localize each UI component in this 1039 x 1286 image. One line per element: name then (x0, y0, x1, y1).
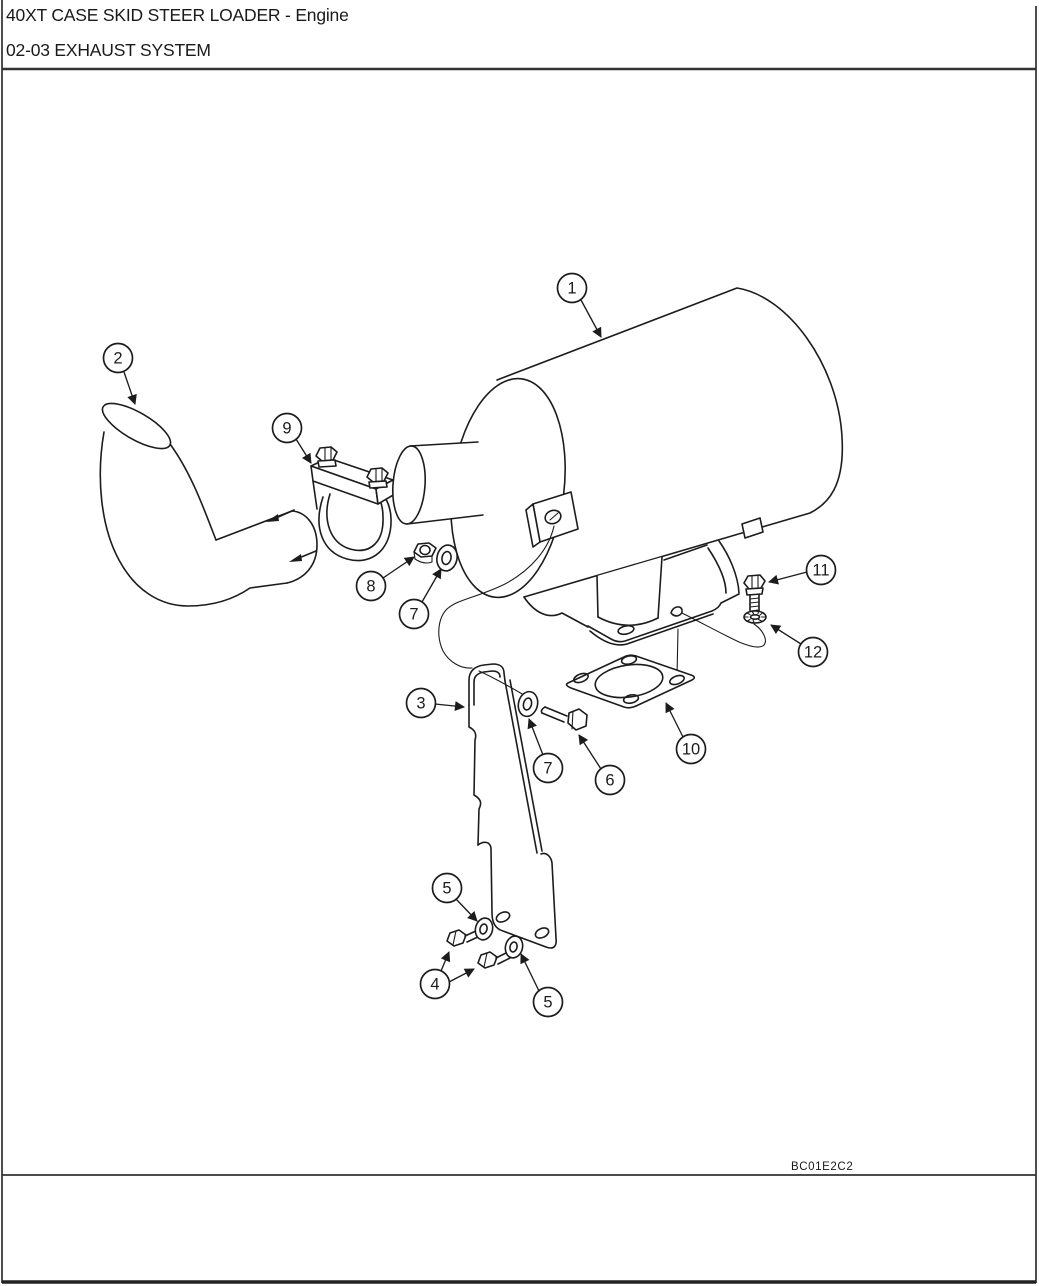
callout-circle (405, 687, 437, 719)
callout-number: 1 (567, 280, 576, 298)
part-washer-lower (517, 690, 539, 718)
callout-number: 3 (416, 695, 425, 713)
part-bolt-11 (743, 574, 766, 613)
callout-4: 4 (419, 951, 475, 1000)
part-muffler (392, 287, 844, 599)
callout-11: 11 (768, 554, 837, 586)
callout-circle (675, 733, 707, 765)
callout-5: 5 (431, 872, 478, 922)
callout-number: 2 (113, 350, 122, 368)
part-exhaust-clamp (310, 446, 396, 562)
callout-5: 5 (520, 953, 564, 1018)
callout-number: 4 (430, 976, 439, 994)
callout-8: 8 (355, 556, 415, 602)
callout-number: 11 (812, 562, 829, 580)
callout-1: 1 (556, 272, 602, 338)
part-muffler-support (523, 517, 764, 646)
callout-circle (532, 752, 564, 784)
callout-12: 12 (770, 624, 829, 668)
header-line-2: 02-03 EXHAUST SYSTEM (6, 40, 211, 60)
callout-circle (556, 272, 588, 304)
part-bolts-4 (446, 929, 511, 969)
callout-circle (398, 598, 430, 630)
callout-9: 9 (271, 412, 312, 464)
callout-number: 7 (409, 606, 418, 624)
callout-6: 6 (578, 734, 626, 796)
callout-7: 7 (398, 568, 442, 630)
callout-circle (271, 412, 303, 444)
callout-circle (594, 764, 626, 796)
callout-circle (532, 986, 564, 1018)
callout-number: 5 (543, 994, 552, 1012)
callout-circle (797, 636, 829, 668)
figure-code: BC01E2C2 (791, 1161, 853, 1173)
callout-number: 7 (543, 760, 552, 778)
callout-circle (355, 570, 387, 602)
callout-10: 10 (665, 702, 707, 765)
callout-circle (805, 554, 837, 586)
callout-3: 3 (405, 687, 465, 719)
callout-number: 6 (605, 772, 614, 790)
callout-circle (431, 872, 463, 904)
callout-number: 8 (366, 578, 375, 596)
part-washers-5 (474, 917, 524, 959)
callout-2: 2 (102, 342, 137, 405)
callout-number: 12 (804, 644, 822, 662)
part-washer-upper (436, 544, 458, 572)
part-gasket (565, 628, 696, 709)
part-bolt-6 (540, 706, 588, 731)
callout-circle (419, 968, 451, 1000)
callout-number: 5 (442, 880, 451, 898)
callout-circle (102, 342, 134, 374)
part-lock-washer (743, 610, 767, 624)
part-nut (413, 542, 437, 564)
part-support-bracket (468, 663, 557, 949)
part-exhaust-elbow-pipe (99, 402, 318, 607)
callout-number: 9 (282, 420, 291, 438)
header-line-1: 40XT CASE SKID STEER LOADER - Engine (6, 5, 349, 25)
callout-7: 7 (527, 718, 564, 784)
callout-number: 10 (682, 741, 700, 759)
